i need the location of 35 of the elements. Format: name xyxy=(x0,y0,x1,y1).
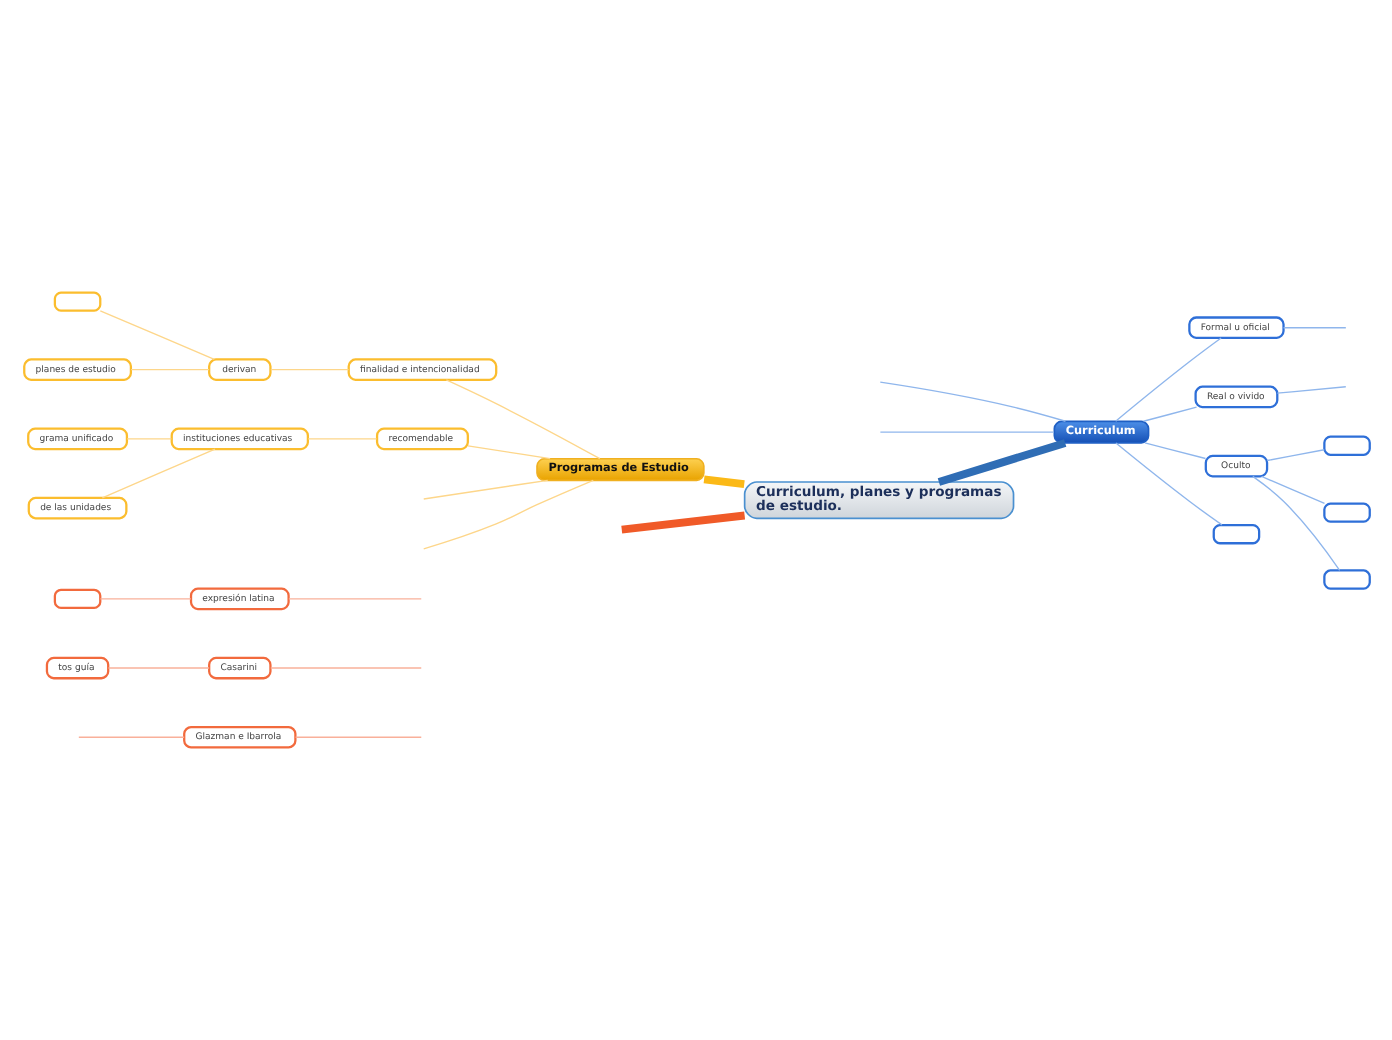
node-box xyxy=(1322,435,1370,456)
connector xyxy=(1275,386,1346,394)
connector xyxy=(422,479,548,500)
connector xyxy=(98,598,191,600)
connector xyxy=(702,475,744,489)
connector xyxy=(1114,442,1222,526)
connector xyxy=(1259,475,1325,505)
node-box xyxy=(1322,569,1370,590)
connector xyxy=(306,438,377,440)
connector xyxy=(269,369,349,371)
connector xyxy=(1265,449,1324,462)
connector xyxy=(125,438,172,440)
node-box xyxy=(52,588,101,610)
connector xyxy=(287,598,421,600)
connector xyxy=(1143,442,1206,460)
connector xyxy=(1141,406,1197,422)
connector xyxy=(98,310,214,360)
connector xyxy=(293,736,421,738)
node-box xyxy=(1211,523,1260,545)
connector xyxy=(129,369,209,371)
node-box xyxy=(1322,502,1370,523)
connector xyxy=(878,381,1066,422)
connector xyxy=(100,448,215,499)
connector xyxy=(620,511,745,534)
connector xyxy=(269,667,421,669)
connector xyxy=(444,379,600,460)
connector xyxy=(77,736,184,738)
connector xyxy=(422,479,593,550)
node-box xyxy=(52,291,101,312)
connector xyxy=(106,667,209,669)
connector xyxy=(1281,327,1346,329)
connector xyxy=(466,445,550,460)
connector xyxy=(878,431,1054,433)
connector xyxy=(1251,475,1340,571)
connector xyxy=(1114,337,1221,422)
